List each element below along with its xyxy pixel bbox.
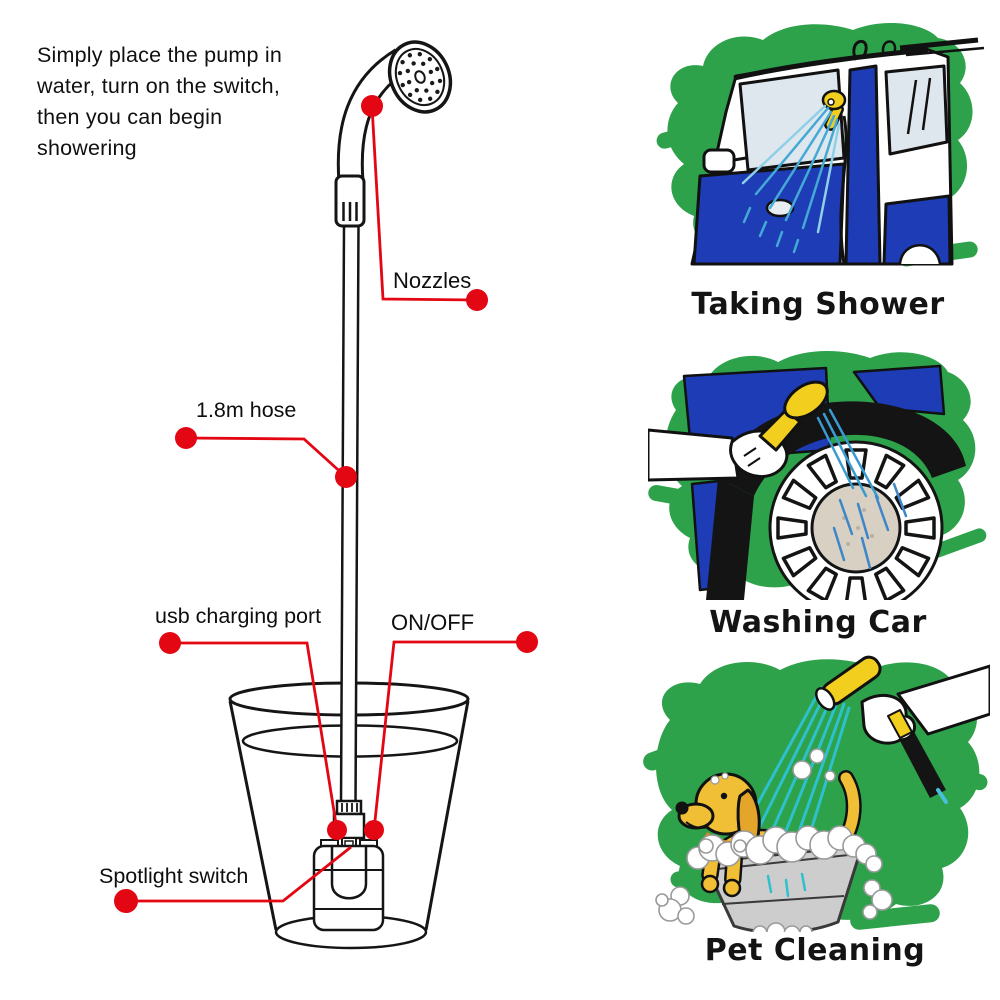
label-on-off-switch: ON/OFF <box>391 610 475 635</box>
label-hose-length: 1.8m hose <box>196 398 297 422</box>
hand-sprayer <box>815 655 990 804</box>
leader-nozzles <box>370 105 478 302</box>
foam-bubbles <box>655 825 893 932</box>
label-usb-charging-port: usb charging port <box>155 604 322 628</box>
sprayer-hand <box>648 380 829 482</box>
annotation-dots <box>114 95 538 913</box>
air-bubbles <box>792 748 836 782</box>
annotation-leaders <box>126 105 527 903</box>
pump-drawing <box>312 799 385 932</box>
leader-hose <box>185 436 347 479</box>
intro-text: Simply place the pump in water, turn on … <box>37 40 282 164</box>
hose-drawing <box>339 225 360 805</box>
wheel-washing-illustration <box>648 351 987 600</box>
caption-pet-cleaning: Pet Cleaning <box>704 933 926 968</box>
van-shower-illustration <box>656 23 985 267</box>
intro-line: showering <box>37 136 137 160</box>
intro-line: Simply place the pump in <box>37 43 283 67</box>
tire-drawing <box>768 440 944 600</box>
usage-pet-cleaning <box>640 650 990 932</box>
leader-spotlight <box>126 845 352 903</box>
water-spray <box>816 408 908 570</box>
usage-washing-car <box>648 338 988 600</box>
leader-power <box>372 640 527 831</box>
tub-drips <box>766 872 807 898</box>
shower-head-drawing <box>334 40 453 228</box>
caption-taking-shower: Taking Shower <box>691 287 945 322</box>
usage-taking-shower <box>648 8 988 283</box>
caption-washing-car: Washing Car <box>709 605 927 640</box>
dog-bath-illustration <box>643 655 990 932</box>
intro-line: water, turn on the switch, <box>37 74 281 98</box>
label-nozzles: Nozzles <box>393 268 472 293</box>
leader-usb <box>170 641 339 831</box>
nozzle-dots <box>397 51 443 103</box>
intro-line: then you can begin <box>37 105 223 129</box>
water-spray <box>741 104 841 254</box>
label-spotlight-switch: Spotlight switch <box>99 864 249 888</box>
